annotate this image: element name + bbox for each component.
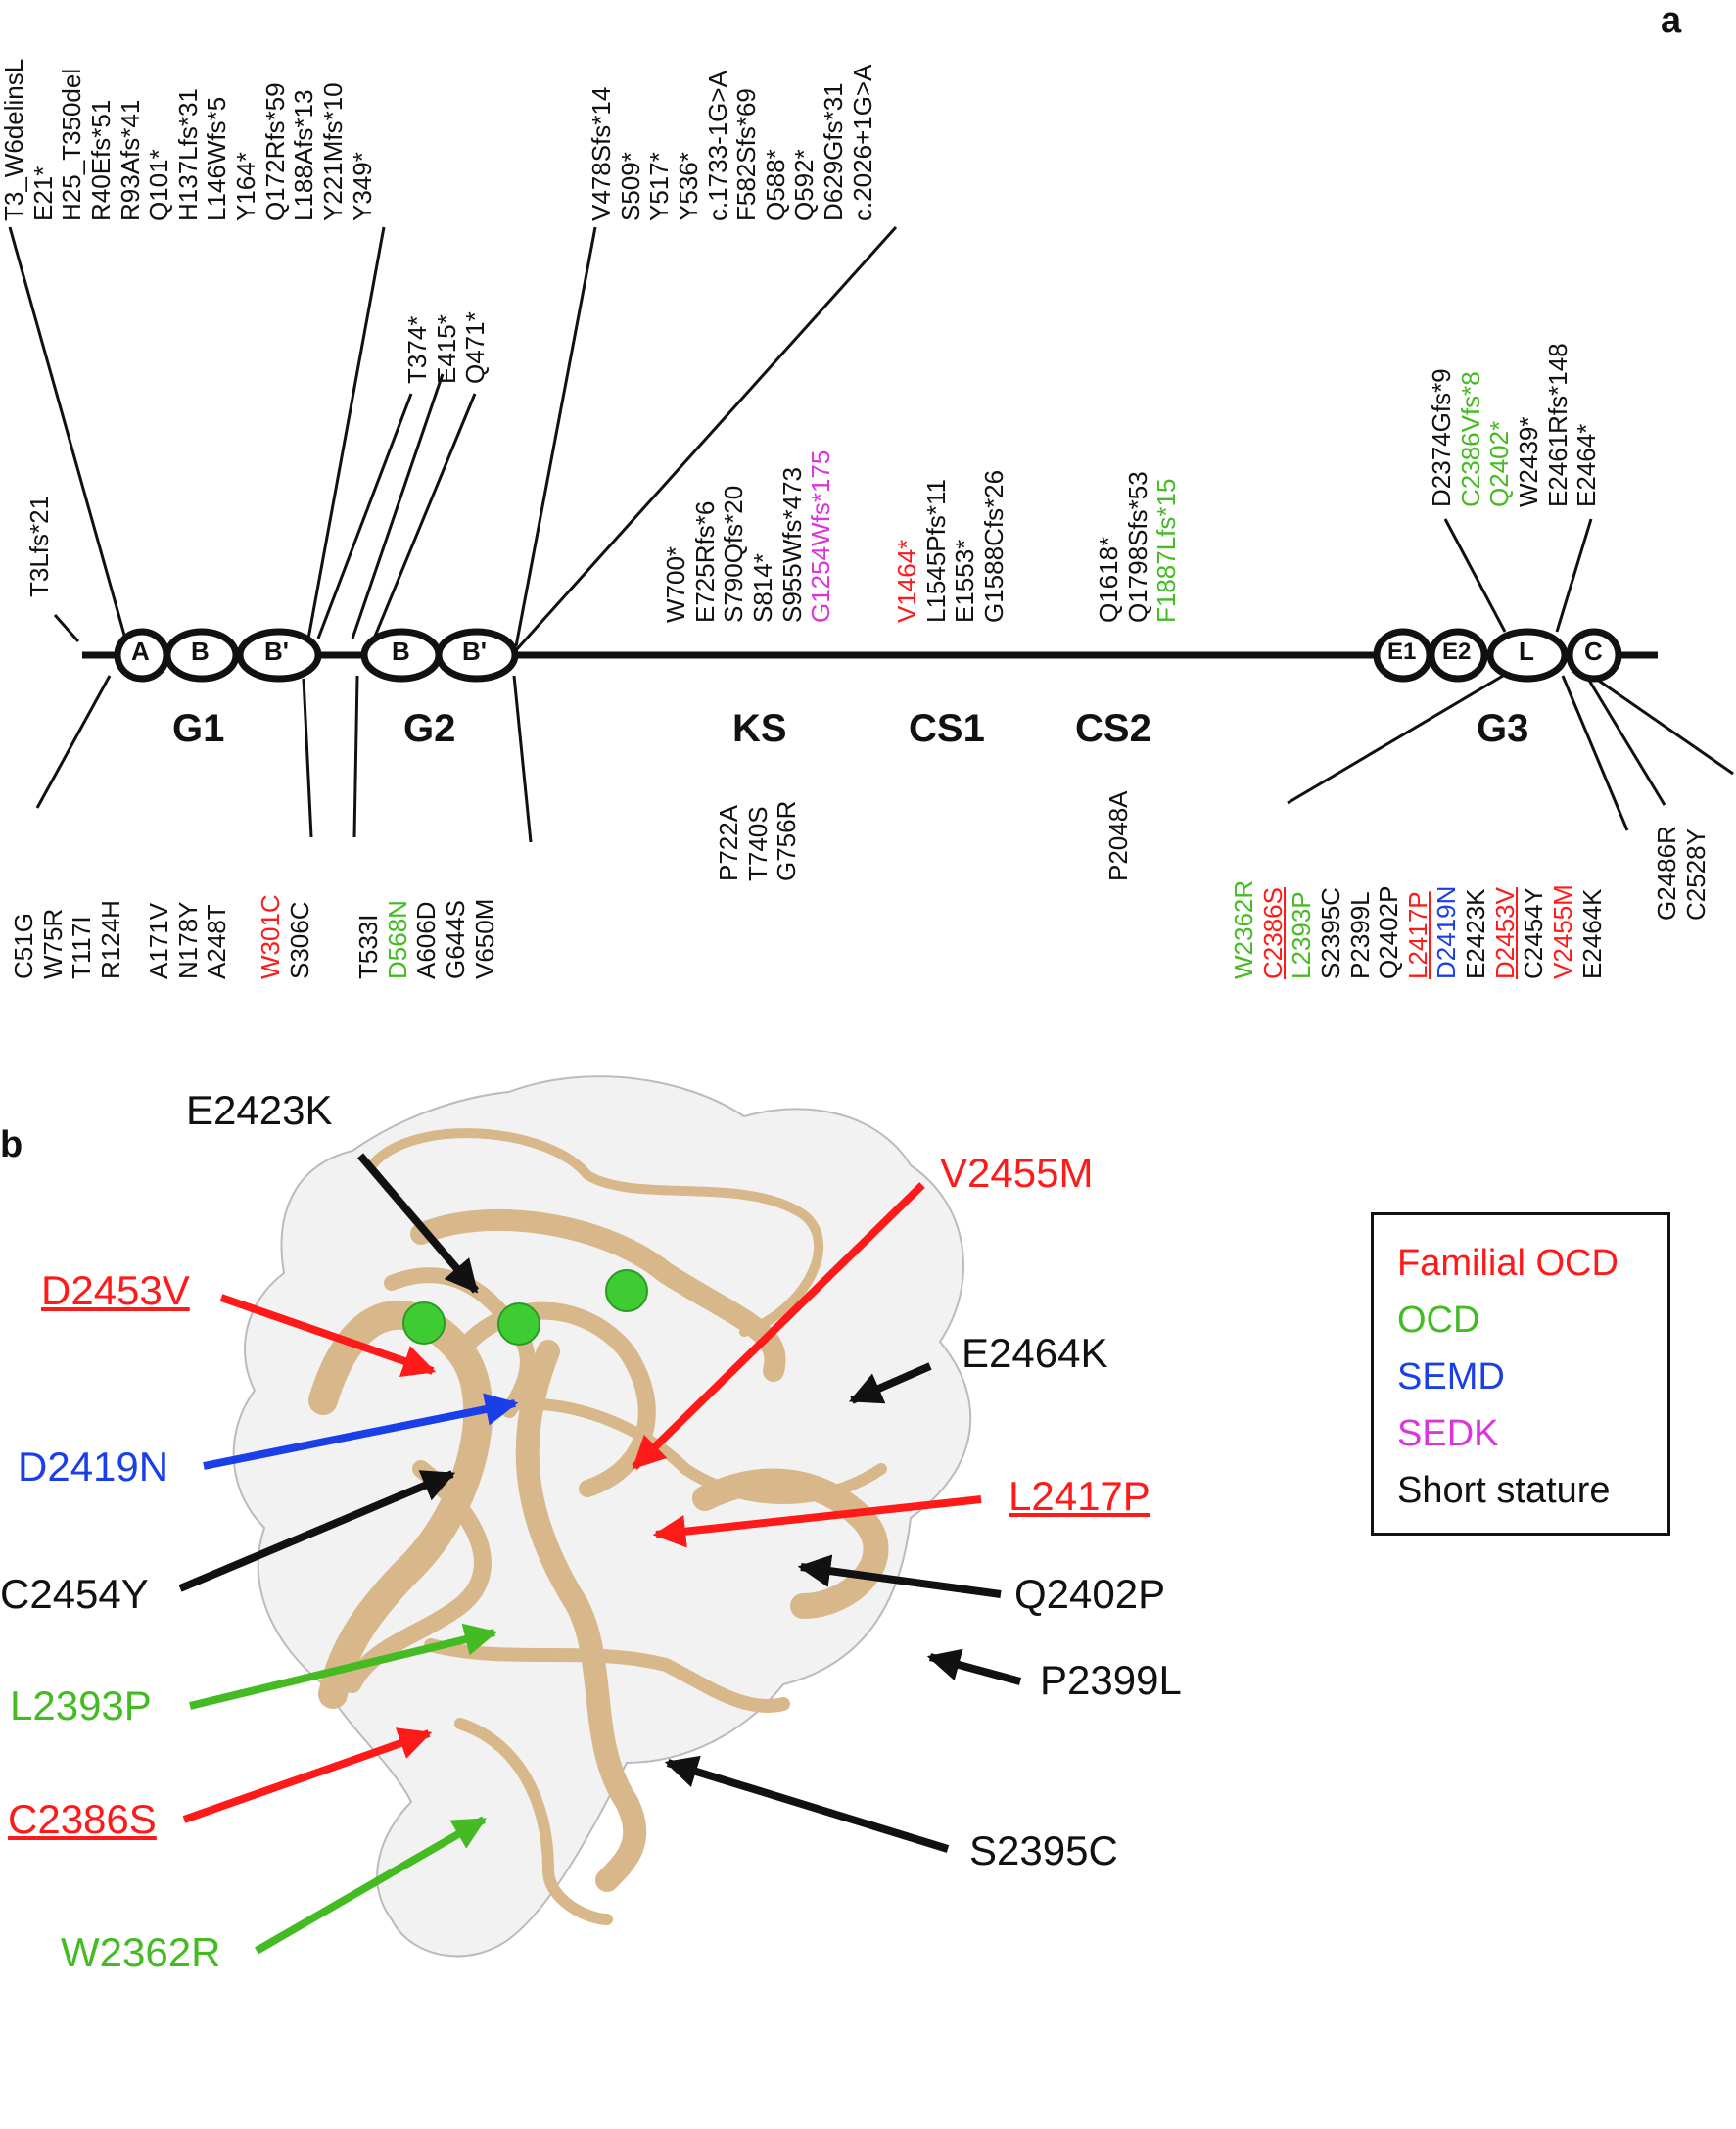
oval-label-a: A [131, 637, 150, 666]
top-leader-lines [8, 225, 1593, 652]
oval-label-c: C [1584, 637, 1603, 666]
region-cs1: CS1 [909, 707, 985, 750]
label-s2395c: S2395C [969, 1827, 1118, 1873]
label-c2454y: C2454Y [0, 1571, 149, 1617]
domain-oval-e2 [1428, 628, 1488, 683]
panel-a-schematic [8, 225, 1734, 843]
domain-oval-c [1566, 628, 1622, 683]
top-list-t3lfs: T3Lfs*21 [24, 495, 54, 597]
domain-oval-l [1486, 628, 1569, 683]
label-v2455m: V2455M [940, 1150, 1094, 1196]
oval-label-l: L [1519, 637, 1534, 666]
legend-semd: SEMD [1397, 1356, 1505, 1397]
oval-label-b2: B [392, 637, 410, 666]
label-e2464k: E2464K [962, 1330, 1108, 1376]
oval-label-bprime2: B' [462, 637, 487, 666]
label-d2419n: D2419N [18, 1443, 169, 1490]
panel-b-structure [178, 1075, 1022, 1958]
label-w2362r: W2362R [61, 1929, 221, 1975]
top-list-g2: T374*E415*Q471* [402, 311, 491, 384]
oval-label-e2: E2 [1442, 639, 1472, 665]
label-d2453v: D2453V [41, 1267, 190, 1313]
region-ks: KS [732, 707, 787, 750]
domain-oval-bprime-g1 [236, 628, 322, 683]
bottom-list-cs2: P2048A [1103, 790, 1133, 881]
legend-familial-ocd: Familial OCD [1397, 1243, 1619, 1284]
oval-label-e1: E1 [1387, 639, 1417, 665]
label-l2393p: L2393P [10, 1682, 152, 1728]
bottom-leader-lines [35, 674, 1734, 843]
region-g3: G3 [1477, 707, 1529, 750]
domain-oval-b-g1 [164, 628, 240, 683]
label-q2402p: Q2402P [1014, 1571, 1166, 1617]
legend-short-stature: Short stature [1397, 1470, 1611, 1511]
label-p2399l: P2399L [1040, 1657, 1182, 1703]
oval-label-bprime: B' [264, 637, 289, 666]
region-g2: G2 [403, 707, 456, 750]
label-e2423k: E2423K [186, 1087, 333, 1133]
oval-label-b: B [191, 637, 210, 666]
label-l2417p: L2417P [1009, 1473, 1150, 1519]
region-cs2: CS2 [1075, 707, 1151, 750]
panel-label-a: a [1661, 0, 1682, 41]
legend-sedk: SEDK [1397, 1413, 1499, 1454]
legend-ocd: OCD [1397, 1300, 1480, 1341]
region-g1: G1 [172, 707, 225, 750]
structure-arrows [178, 1153, 1022, 1955]
domain-oval-bprime-g2 [435, 628, 519, 683]
label-c2386s: C2386S [8, 1796, 157, 1842]
calcium-ions [402, 1269, 648, 1346]
legend-box: Familial OCD OCD SEMD SEDK Short stature [1371, 1212, 1670, 1536]
panel-label-b: b [0, 1124, 23, 1165]
